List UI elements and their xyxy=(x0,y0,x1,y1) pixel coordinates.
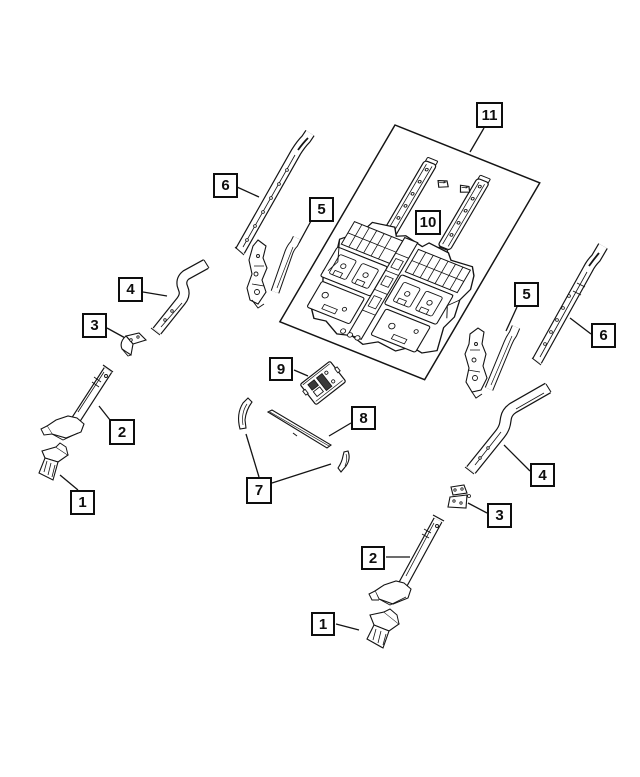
callout-label: 11 xyxy=(481,106,498,124)
callout-label: 5 xyxy=(522,286,531,303)
part-1-right-bracket xyxy=(366,608,400,649)
part-3-right-bracket xyxy=(447,484,471,509)
part-8-rod xyxy=(266,409,332,449)
callout-label: 4 xyxy=(126,281,135,298)
part-7-strip-left xyxy=(237,397,253,430)
part-11-floor-pan-assembly xyxy=(278,124,541,381)
callout-label: 2 xyxy=(368,549,378,567)
callout-7: 7 xyxy=(246,477,272,504)
callout-4-right: 4 xyxy=(530,463,555,487)
callout-1-right: 1 xyxy=(311,612,335,636)
part-3-left-bracket xyxy=(120,332,148,357)
part-4-right-rail xyxy=(464,382,552,475)
callout-6-right: 6 xyxy=(591,323,616,348)
part-2-right-pillar xyxy=(368,514,445,606)
callout-label: 10 xyxy=(419,214,437,231)
part-9-bracket xyxy=(300,361,346,405)
callout-10: 10 xyxy=(415,210,441,235)
callout-label: 7 xyxy=(254,482,264,499)
callout-6-left: 6 xyxy=(213,173,238,198)
part-5-left-reinforcement xyxy=(246,235,302,309)
part-2-left-pillar xyxy=(40,364,114,441)
callout-2-right: 2 xyxy=(361,546,385,570)
callout-3-left: 3 xyxy=(82,313,107,338)
callout-label: 6 xyxy=(221,177,230,194)
part-4-left-rail xyxy=(150,259,210,336)
callout-label: 9 xyxy=(276,360,286,378)
callout-label: 5 xyxy=(317,201,326,218)
callout-11: 11 xyxy=(476,102,503,128)
floor-pan-body xyxy=(306,221,475,354)
callout-5-left: 5 xyxy=(309,197,334,222)
callout-label: 8 xyxy=(359,409,368,427)
seat-rail-right xyxy=(436,174,491,256)
part-5-right-reinforcement xyxy=(464,325,521,399)
callout-2-left: 2 xyxy=(109,419,135,445)
callout-9: 9 xyxy=(269,357,293,381)
callout-label: 1 xyxy=(318,615,328,633)
part-1-left-bracket xyxy=(38,442,69,481)
part-6-left-rail xyxy=(234,129,315,256)
part-7-strip-right xyxy=(337,450,350,473)
callout-5-right: 5 xyxy=(514,282,539,307)
callout-label: 4 xyxy=(538,466,547,484)
callout-3-right: 3 xyxy=(487,503,512,528)
callout-4-left: 4 xyxy=(118,277,143,302)
callout-1-left: 1 xyxy=(70,490,95,515)
callout-label: 6 xyxy=(599,327,608,344)
callout-label: 3 xyxy=(495,507,504,524)
part-10-clips xyxy=(437,180,471,193)
callout-label: 2 xyxy=(117,423,127,441)
part-6-right-rail xyxy=(531,243,608,366)
callout-label: 1 xyxy=(78,494,87,511)
callout-label: 3 xyxy=(90,317,99,334)
callout-8: 8 xyxy=(351,406,376,430)
